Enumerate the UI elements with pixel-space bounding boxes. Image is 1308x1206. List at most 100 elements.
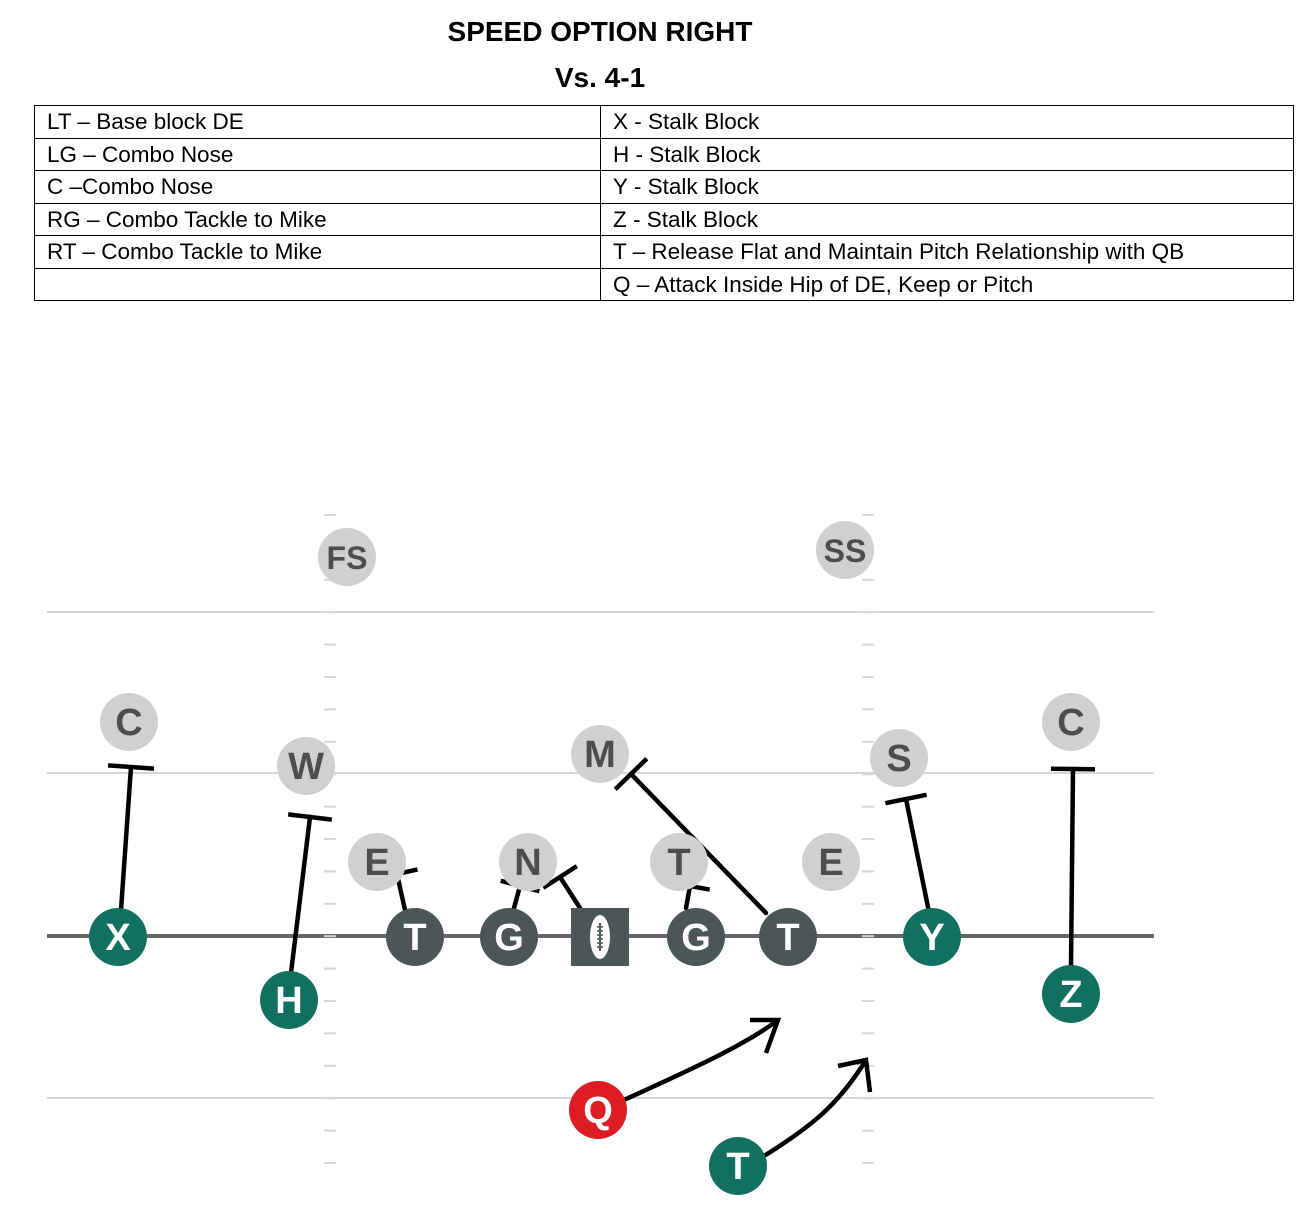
defender-label: FS [327, 540, 368, 576]
skill-assignment: Q – Attack Inside Hip of DE, Keep or Pit… [600, 267, 1294, 301]
offense-label: H [275, 980, 302, 1022]
offense-marker: X [89, 908, 147, 966]
line-assignment [34, 267, 601, 301]
offense-label: T [403, 917, 426, 959]
offense-circle [89, 908, 147, 966]
offense-label: Y [919, 917, 944, 959]
defender-circle [802, 833, 860, 891]
line-assignment: LT – Base block DE [34, 105, 601, 139]
line-assignment: RT – Combo Tackle to Mike [34, 235, 601, 269]
defender-circle [650, 833, 708, 891]
defender-marker: W [277, 737, 335, 795]
defender-label: S [886, 738, 911, 780]
offense-circle [260, 971, 318, 1029]
defender-label: M [584, 734, 616, 776]
offense-label: T [776, 917, 799, 959]
block-line [884, 792, 932, 915]
block-cap [541, 864, 579, 890]
offense-circle [903, 908, 961, 966]
skill-assignment: X - Stalk Block [600, 105, 1294, 139]
defender-label: SS [824, 533, 867, 569]
offense-label: G [681, 917, 711, 959]
defender-marker: S [870, 729, 928, 787]
skill-assignment: Y - Stalk Block [600, 170, 1294, 204]
offense-circle [667, 908, 725, 966]
defender-marker: E [348, 833, 406, 891]
offense-marker: G [667, 908, 725, 966]
skill-assignment: Z - Stalk Block [600, 202, 1294, 236]
block-cap [287, 812, 333, 822]
defender-label: N [514, 842, 541, 884]
defender-circle [277, 737, 335, 795]
offense-marker [571, 908, 629, 966]
block-line [107, 763, 155, 913]
offense-marker: Y [903, 908, 961, 966]
offense-label: Q [583, 1090, 613, 1132]
defender-circle [499, 833, 557, 891]
arrowhead [837, 1057, 873, 1093]
block-line [1050, 766, 1096, 969]
offense-marker: T [709, 1137, 767, 1195]
pitch-path [762, 1060, 868, 1158]
field-lines [47, 514, 1154, 1164]
arrowhead [750, 1017, 782, 1054]
defender-label: T [667, 842, 690, 884]
block-line [287, 812, 333, 976]
defender-marker: C [1042, 693, 1100, 751]
defender-marker: N [499, 833, 557, 891]
offense-marker: G [480, 908, 538, 966]
defender-circle [870, 729, 928, 787]
offense-marker: Q [569, 1081, 627, 1139]
offense-label: Z [1059, 974, 1082, 1016]
offense-circle [480, 908, 538, 966]
offense-marker: H [260, 971, 318, 1029]
offense-marker: T [759, 908, 817, 966]
defender-circle [348, 833, 406, 891]
defender-circle [1042, 693, 1100, 751]
offense-circle [386, 908, 444, 966]
offense-circle [569, 1081, 627, 1139]
defender-label: C [1057, 702, 1084, 744]
offense-label: X [105, 917, 131, 959]
offense-marker: Z [1042, 965, 1100, 1023]
defender-label: C [115, 702, 142, 744]
defender-circle [100, 693, 158, 751]
defender-marker: FS [318, 528, 376, 586]
defender-marker: T [650, 833, 708, 891]
defender-label: E [818, 842, 843, 884]
block-cap [107, 763, 155, 771]
defender-marker: E [802, 833, 860, 891]
assignment-row: Q – Attack Inside Hip of DE, Keep or Pit… [34, 267, 1294, 301]
defender-marker: M [571, 725, 629, 783]
football-icon [590, 915, 610, 959]
offense-label: T [726, 1146, 749, 1188]
offense-circle [709, 1137, 767, 1195]
defender-label: E [364, 842, 389, 884]
line-assignment: RG – Combo Tackle to Mike [34, 202, 601, 236]
play-subtitle: Vs. 4-1 [554, 62, 646, 93]
defender-marker: C [100, 693, 158, 751]
defender-label: W [288, 746, 324, 788]
block-cap [613, 757, 649, 791]
block-cap [884, 792, 928, 806]
defender-circle [816, 521, 874, 579]
block-line [541, 864, 583, 911]
skill-assignment: T – Release Flat and Maintain Pitch Rela… [600, 235, 1294, 269]
offense-marker: T [386, 908, 444, 966]
play-title: SPEED OPTION RIGHT [447, 16, 753, 47]
defender-circle [571, 725, 629, 783]
line-assignment: C –Combo Nose [34, 170, 601, 204]
qb-option-path [623, 1018, 780, 1103]
defender-circle [318, 528, 376, 586]
offense-circle [759, 908, 817, 966]
offense-label: G [494, 917, 524, 959]
offense-circle [1042, 965, 1100, 1023]
defender-marker: SS [816, 521, 874, 579]
